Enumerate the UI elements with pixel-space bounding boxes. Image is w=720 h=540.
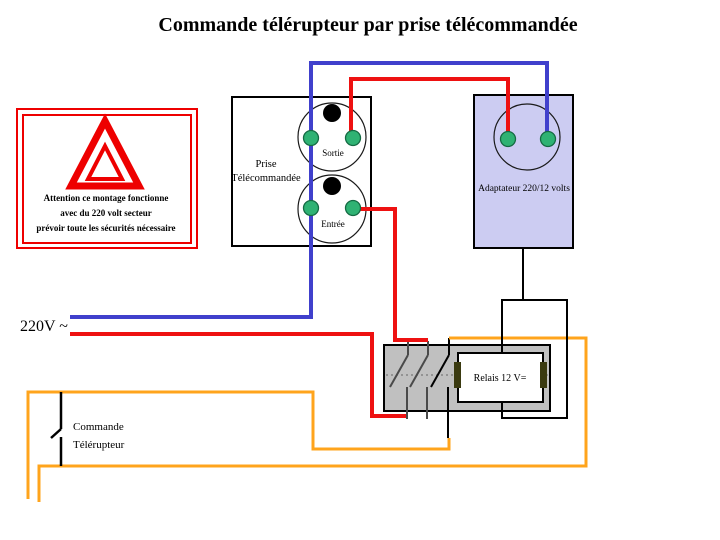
- relay-coil: Relais 12 V=: [454, 352, 547, 403]
- output-socket-right-pin: [344, 129, 362, 147]
- warning-text-line3: prévoir toute les sécurités nécessaire: [36, 223, 175, 233]
- remote-socket-box: Prise Télécommandée Sortie Entrée: [231, 96, 372, 247]
- orange-relay-to-switch-wire: [37, 336, 588, 502]
- adapter-box: Adaptateur 220/12 volts: [473, 94, 574, 249]
- switch-label-line2: Télérupteur: [73, 439, 125, 451]
- relay-label: Relais 12 V=: [474, 373, 527, 384]
- adapter-label: Adaptateur 220/12 volts: [478, 184, 570, 194]
- warning-text-line1: Attention ce montage fonctionne: [44, 193, 169, 203]
- remote-socket-label-line2: Télécommandée: [231, 173, 301, 184]
- relay-terminal-left: [454, 362, 461, 388]
- red-live-mains-wire: [70, 332, 406, 418]
- warning-text-line2: avec du 220 volt secteur: [60, 208, 151, 218]
- red-entree-to-relay-wire: [353, 207, 428, 342]
- adapter-right-pin: [539, 130, 557, 148]
- output-socket-earth-pin-icon: [323, 104, 341, 122]
- blue-neutral-wire: [70, 61, 549, 319]
- input-socket-label: Entrée: [321, 219, 344, 229]
- input-socket-earth-pin-icon: [323, 177, 341, 195]
- relay-contact3-blade: [430, 354, 450, 388]
- remote-socket-label-line1: Prise: [256, 159, 277, 170]
- input-socket-right-pin: [344, 199, 362, 217]
- relay-terminal-right: [540, 362, 547, 388]
- output-socket-left-pin: [302, 129, 320, 147]
- relay-contact2-blade: [409, 354, 429, 388]
- relay-contact1-blade: [389, 354, 409, 388]
- socket-pins: [302, 129, 557, 217]
- warning-triangle-inner-icon: [84, 141, 126, 181]
- switch-label-line1: Commande: [73, 421, 124, 433]
- warning-inner-border: [22, 114, 192, 244]
- input-socket-left-pin: [302, 199, 320, 217]
- command-switch: Commande Télérupteur: [50, 392, 125, 466]
- output-socket-label: Sortie: [322, 148, 344, 158]
- red-sortie-to-adapter-wire: [349, 77, 510, 139]
- switch-blade: [50, 428, 62, 439]
- wires: [26, 61, 588, 502]
- warning-panel: Attention ce montage fonctionne avec du …: [16, 108, 198, 249]
- mains-voltage-label: 220V ~: [20, 318, 68, 335]
- adapter-socket-face: [493, 103, 561, 171]
- adapter-outline: [473, 94, 574, 249]
- warning-outer-border: [16, 108, 198, 249]
- adapter-left-pin: [499, 130, 517, 148]
- orange-switch-return-wire: [26, 390, 451, 499]
- warning-triangle-outer-icon: [65, 113, 145, 190]
- page-title: Commande télérupteur par prise télécomma…: [158, 14, 577, 36]
